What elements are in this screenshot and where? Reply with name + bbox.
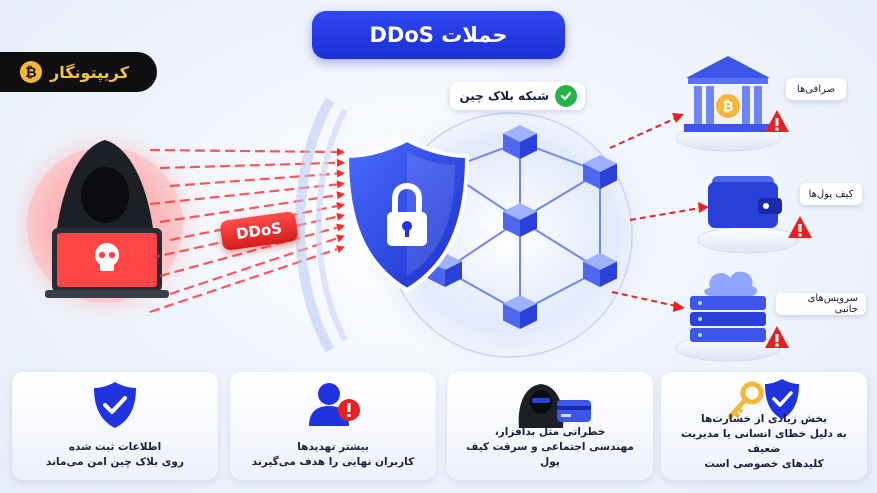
blockchain-label-text: شبکه بلاک چین: [459, 89, 549, 103]
attack-arrow: [159, 226, 338, 278]
check-icon: [555, 85, 577, 107]
brand-name: کریپتونگار: [50, 62, 129, 82]
attack-arrow-head: [336, 191, 345, 200]
key-shield-icon: [661, 374, 867, 428]
block-cube-icon: [503, 295, 537, 329]
info-card-4: بخش زیادی از خسارت‌ها به دلیل خطای انسان…: [661, 372, 867, 480]
block-cube-icon: [583, 155, 617, 189]
target-label-wallets: کیف پول‌ها: [800, 183, 862, 205]
card-1-line-1: اطلاعات ثبت شده: [68, 441, 162, 453]
block-cube-icon: [503, 203, 537, 237]
attack-arrow-head: [336, 245, 345, 254]
wallet-icon: [708, 176, 782, 228]
card-3-line-2: مهندسی اجتماعی و سرقت کیف پول: [466, 441, 634, 468]
attack-arrow: [149, 248, 338, 314]
attack-arrow: [169, 172, 338, 188]
attack-arrow-head: [336, 234, 345, 243]
card-3-line-1: خطراتی مثل بدافزار،: [494, 426, 606, 438]
brand-badge: ₿ کریپتونگار: [0, 52, 157, 92]
page-title: حملات DDoS: [312, 11, 565, 59]
blockchain-label: شبکه بلاک چین: [450, 82, 585, 110]
block-cube-icon: [503, 125, 537, 159]
attack-arrow-head: [336, 212, 345, 221]
lock-shield-icon: [344, 137, 470, 293]
attack-arrow-head: [336, 180, 345, 189]
card-1-line-2: روی بلاک چین امن می‌ماند: [46, 456, 184, 468]
card-2-line-2: کاربران نهایی را هدف می‌گیرند: [251, 456, 415, 468]
card-4-line-2: به دلیل خطای انسانی یا مدیریت ضعیف: [681, 428, 847, 455]
user-alert-icon: [230, 378, 436, 432]
brand-logo-icon: ₿: [20, 61, 42, 83]
card-4-line-3: کلیدهای خصوصی است: [704, 458, 824, 470]
target-label-services: سرویس‌های جانبی: [776, 293, 866, 315]
shield-check-icon: [12, 378, 218, 432]
bank-bitcoin-icon: ₿: [684, 56, 772, 132]
attack-arrow: [169, 204, 338, 242]
attack-arrow-head: [336, 147, 345, 157]
block-cube-icon: [583, 253, 617, 287]
card-4-line-1: بخش زیادی از خسارت‌ها: [701, 413, 827, 425]
attack-arrow-head: [336, 158, 345, 167]
attack-arrow-head: [336, 223, 345, 232]
info-card-3: خطراتی مثل بدافزار، مهندسی اجتماعی و سرق…: [447, 372, 653, 480]
target-arrows: [609, 117, 701, 307]
card-2-line-1: بیشتر تهدیدها: [297, 441, 369, 453]
svg-text:₿: ₿: [722, 99, 733, 115]
hacker-group: [5, 125, 205, 325]
blockchain-cubes: [428, 125, 617, 329]
hacker-card-icon: [447, 378, 653, 432]
info-card-1: اطلاعات ثبت شده روی بلاک چین امن می‌ماند: [12, 372, 218, 480]
alert-icons: [765, 110, 812, 348]
attack-arrow-head: [336, 202, 345, 211]
attack-arrow-head: [336, 169, 345, 178]
skull-icon: [95, 243, 119, 271]
target-label-exchanges: صرافی‌ها: [786, 78, 846, 100]
attack-arrows: [149, 147, 345, 314]
info-card-2: بیشتر تهدیدها کاربران نهایی را هدف می‌گی…: [230, 372, 436, 480]
server-cloud-icon: [690, 271, 766, 342]
